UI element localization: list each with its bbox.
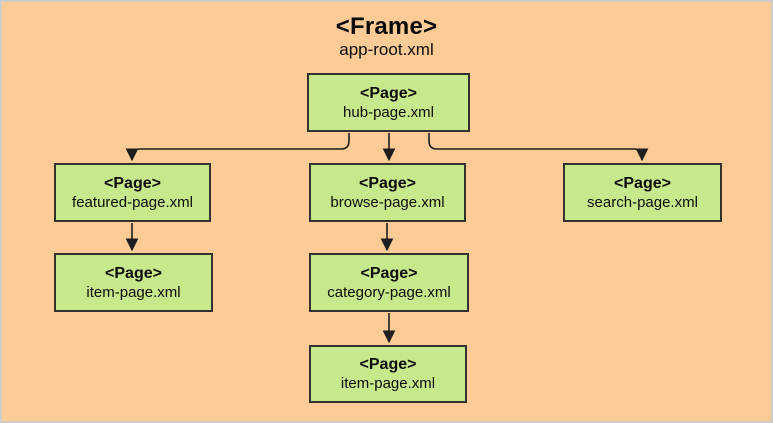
node-category-page: <Page> category-page.xml	[309, 253, 469, 312]
node-file: hub-page.xml	[343, 103, 434, 121]
node-browse-page: <Page> browse-page.xml	[309, 163, 466, 222]
frame-title: <Frame> app-root.xml	[2, 13, 771, 60]
node-search-page: <Page> search-page.xml	[563, 163, 722, 222]
frame-tag-label: <Frame>	[335, 13, 438, 40]
node-tag: <Page>	[104, 174, 161, 192]
node-item-page-center: <Page> item-page.xml	[309, 345, 467, 403]
node-file: category-page.xml	[327, 283, 451, 301]
node-tag: <Page>	[359, 356, 417, 373]
node-tag: <Page>	[359, 174, 416, 192]
node-tag: <Page>	[360, 264, 418, 282]
node-file: browse-page.xml	[330, 193, 445, 211]
node-tag: <Page>	[360, 84, 417, 102]
edge-hub-search	[428, 133, 649, 162]
node-tag: <Page>	[614, 174, 671, 192]
node-hub-page: <Page> hub-page.xml	[307, 73, 470, 132]
node-file: item-page.xml	[86, 283, 181, 301]
node-file: search-page.xml	[587, 193, 698, 211]
node-item-page-left: <Page> item-page.xml	[54, 253, 213, 312]
node-file: featured-page.xml	[72, 193, 193, 211]
edge-hub-featured	[125, 133, 350, 162]
node-featured-page: <Page> featured-page.xml	[54, 163, 211, 222]
node-file: item-page.xml	[340, 375, 436, 392]
frame-file-label: app-root.xml	[339, 40, 434, 59]
node-tag: <Page>	[105, 264, 162, 282]
